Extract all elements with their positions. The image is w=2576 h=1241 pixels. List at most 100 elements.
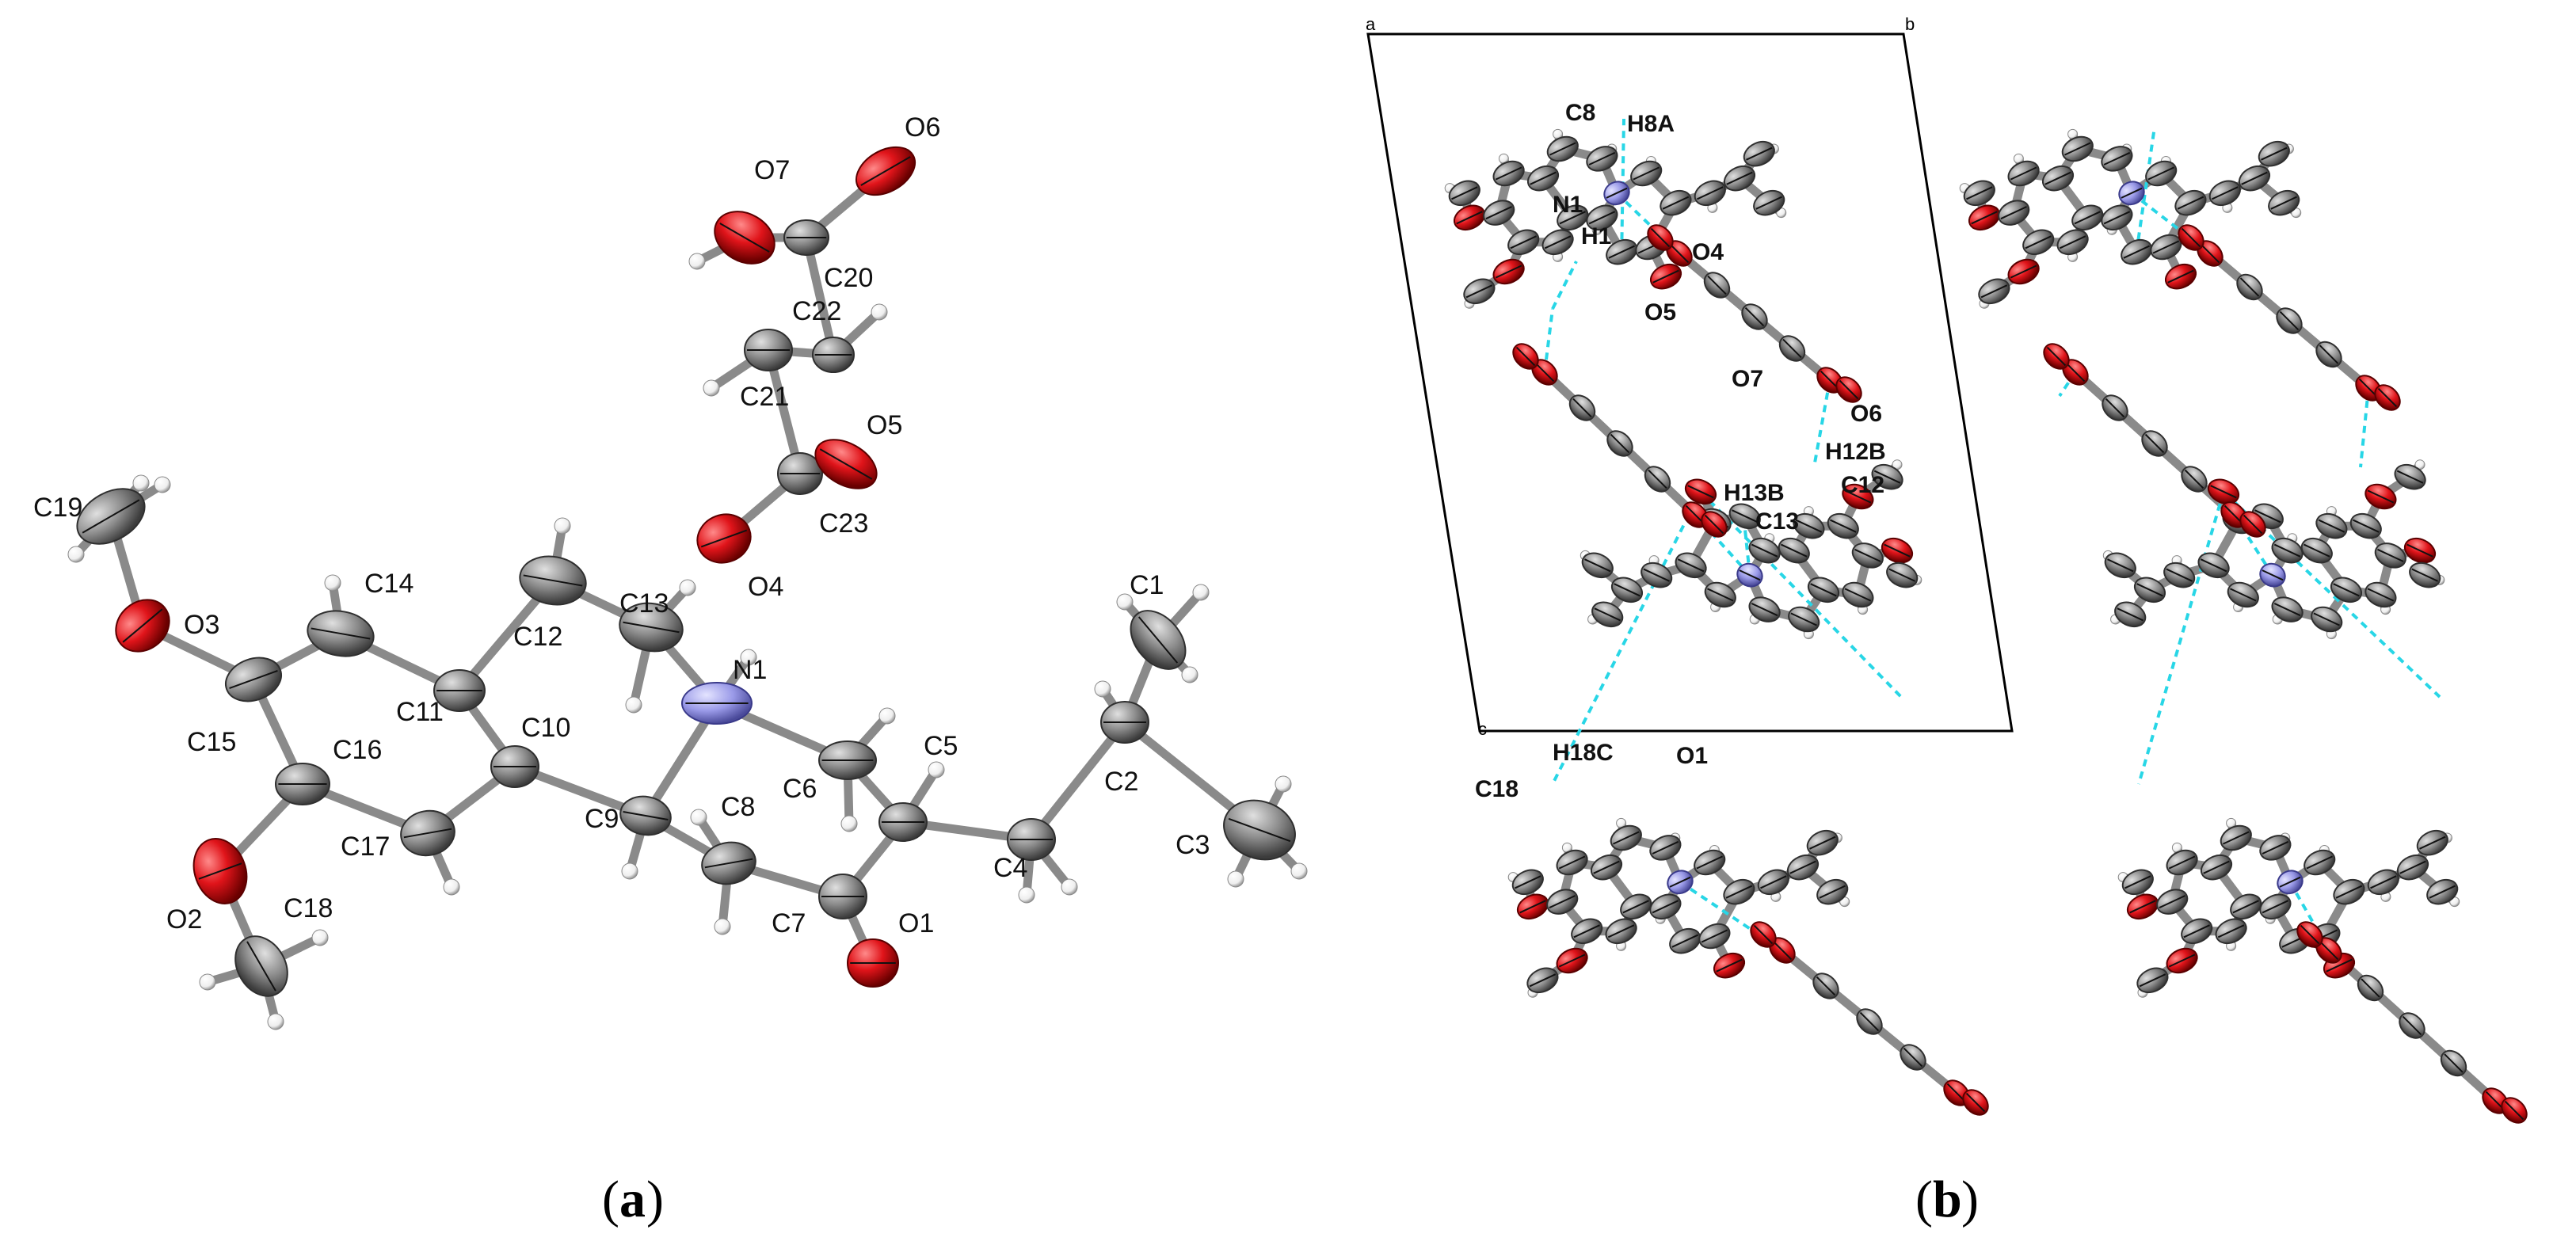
mol1-atom-C18-principal-axis — [1465, 284, 1493, 299]
hydrogen-bond-12 — [1551, 490, 1702, 785]
atom-C15-principal-axis — [229, 669, 278, 690]
label-b-C12: C12 — [1841, 472, 1884, 498]
label-C10: C10 — [521, 713, 570, 743]
label-O7: O7 — [754, 155, 790, 185]
label-C7: C7 — [772, 908, 806, 938]
mol4-atom-C5-principal-axis — [2200, 558, 2227, 573]
label-b-N1: N1 — [1553, 192, 1583, 218]
label-b-O7: O7 — [1732, 366, 1763, 392]
mol2-atom-C14-principal-axis — [2010, 166, 2037, 181]
mol5-atom-O3-principal-axis — [1519, 900, 1546, 914]
hydrogen-atom-a-15 — [878, 707, 896, 725]
label-O5: O5 — [867, 410, 902, 440]
hydrogen-atom-a-21 — [1192, 584, 1210, 601]
cell-axis-c: c — [1478, 719, 1487, 739]
mol2-atom-C5-principal-axis — [2177, 196, 2204, 210]
acid6-acid-atom-2-principal-axis — [2402, 1015, 2422, 1036]
acid5-acid-O-side-b-principal-axis — [1965, 1092, 1986, 1113]
mol6-atom-O3-principal-axis — [2129, 900, 2156, 914]
mol1-atom-C12-principal-axis — [1549, 142, 1576, 156]
label-b-H12B: H12B — [1825, 439, 1886, 465]
mol5-atom-C11-principal-axis — [1593, 860, 1620, 874]
label-b-H1: H1 — [1581, 223, 1611, 249]
hydrogen-atom-a-20 — [1094, 680, 1111, 698]
hydrogen-atom-a-4 — [443, 878, 460, 896]
acid4-acid-O-side-b-principal-axis — [2243, 514, 2263, 535]
acid5-acid-O-side-a-principal-axis — [1753, 924, 1774, 945]
acid3-acid-atom-2-principal-axis — [2279, 310, 2300, 331]
mol5-atom-N1-principal-axis — [1669, 876, 1691, 888]
hydrogen-atom-a-11 — [740, 649, 757, 666]
mol3-atom-C1-principal-axis — [1594, 607, 1621, 622]
hydrogen-atom-a-14 — [690, 809, 707, 826]
hydrogen-atom-a-12 — [621, 862, 638, 880]
mol4-atom-N1-principal-axis — [2262, 569, 2284, 581]
label-O6: O6 — [905, 112, 940, 143]
mol4-atom-C6-principal-axis — [2230, 588, 2257, 602]
acid6-acid-atom-0-principal-axis — [2319, 940, 2339, 961]
label-C2: C2 — [1104, 767, 1138, 797]
label-b-H18C: H18C — [1553, 740, 1614, 766]
acid6-acid-O-side-a-principal-axis — [2300, 924, 2320, 945]
acid5-acid-atom-0-principal-axis — [1772, 940, 1793, 961]
label-b-O4: O4 — [1692, 239, 1724, 265]
mol5-atom-C15-principal-axis — [1549, 895, 1576, 909]
hydrogen-atom-a-28 — [871, 303, 888, 321]
atom-C14-principal-axis — [311, 627, 371, 640]
mol6-atom-C17-principal-axis — [2217, 924, 2245, 938]
panel-a-atom-labels: C19 O3 C14 C15 C16 C17 O2 C18 C11 C12 C1… — [33, 112, 1210, 938]
mol5-atom-O2-principal-axis — [1558, 954, 1586, 968]
mol5-atom-C14-principal-axis — [1558, 855, 1586, 870]
label-C1: C1 — [1130, 570, 1164, 600]
label-C15: C15 — [187, 727, 236, 757]
mol6-atom-C3-principal-axis — [2429, 885, 2456, 899]
atom-C8-principal-axis — [704, 858, 753, 869]
mol6-atom-C6-principal-axis — [2306, 855, 2333, 870]
mol1-atom-C6-principal-axis — [1633, 166, 1660, 181]
label-C5: C5 — [924, 731, 958, 761]
hydrogen-bond-2 — [1812, 379, 1831, 468]
acid2-acid-O-side-b-principal-axis — [1704, 514, 1724, 535]
mol1-atom-C15-principal-axis — [1485, 206, 1512, 220]
acid1-acid-atom-3-principal-axis — [1782, 338, 1802, 359]
mol2-atom-C12-principal-axis — [2064, 142, 2091, 156]
hydrogen-atom-a-24 — [1290, 862, 1308, 880]
mol6-atom-N1-principal-axis — [2279, 876, 2301, 888]
mol6-atom-C9-principal-axis — [2262, 900, 2289, 914]
label-b-C13: C13 — [1755, 508, 1799, 535]
mol4-atom-C15-principal-axis — [2377, 548, 2404, 562]
mol6-atom-O1-principal-axis — [2326, 958, 2353, 973]
mol2-atom-C17-principal-axis — [2059, 235, 2086, 249]
mol6-atom-C12-principal-axis — [2223, 831, 2250, 845]
mol1-atom-C9-principal-axis — [1588, 211, 1616, 225]
caption-b-open: ( — [1915, 1171, 1933, 1228]
panel-a-caption: ( a ) — [602, 1171, 664, 1228]
acid1-acid-atom-1-principal-axis — [1707, 275, 1727, 295]
label-C6: C6 — [783, 774, 817, 804]
hydrogen-atom-a-9 — [679, 579, 696, 596]
mol5-atom-C8-principal-axis — [1671, 934, 1698, 948]
mol3-atom-C16-principal-axis — [1830, 519, 1857, 533]
hydrogen-atom-a-29 — [703, 379, 720, 397]
mol2-atom-C1-principal-axis — [2261, 147, 2288, 161]
mol5-atom-O1-principal-axis — [1716, 958, 1743, 973]
mol2-atom-C7-principal-axis — [2152, 240, 2180, 254]
acid4-acid-O-side-a-principal-axis — [2046, 346, 2067, 367]
atom-O3-principal-axis — [122, 608, 163, 643]
hydrogen-atom-a-22 — [1116, 593, 1134, 611]
mol5-atom-C7-principal-axis — [1701, 929, 1728, 943]
mol5-atom-C10-principal-axis — [1622, 900, 1649, 914]
atom-C19-principal-axis — [82, 499, 140, 534]
mol4-atom-C17-principal-axis — [2318, 519, 2345, 533]
mol2-atom-C9-principal-axis — [2103, 211, 2131, 225]
atom-C13-principal-axis — [623, 621, 680, 634]
mol1-atom-O1-principal-axis — [1652, 269, 1679, 284]
mol6-atom-C2-principal-axis — [2399, 860, 2426, 874]
mol5-atom-C18-principal-axis — [1529, 973, 1557, 988]
hydrogen-atom-a-3 — [324, 574, 341, 592]
label-C18: C18 — [284, 893, 333, 923]
mol2-atom-O3-principal-axis — [1971, 211, 1998, 225]
label-C22: C22 — [792, 296, 841, 326]
unit-cell-outline — [1366, 32, 2014, 733]
